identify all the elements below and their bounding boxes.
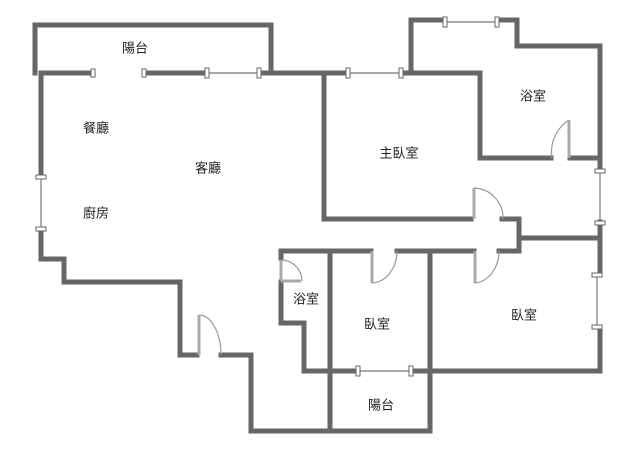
wall-master-bedroom — [496, 216, 522, 254]
label-bath: 浴室 — [293, 292, 319, 308]
wall-bath — [278, 279, 361, 374]
window-marker — [408, 365, 414, 377]
door-bath — [279, 259, 303, 283]
window-marker — [594, 220, 606, 226]
window-marker — [494, 16, 500, 28]
window-marker — [591, 324, 603, 330]
wall — [516, 219, 603, 241]
window-marker — [35, 226, 47, 232]
wall-master-bath — [494, 17, 603, 173]
door-master-bath — [550, 119, 571, 159]
door-entrance — [197, 314, 222, 356]
room-labels: 陽台 餐廳 客廳 廚房 主臥室 浴室 浴室 臥室 臥室 陽台 — [83, 42, 546, 414]
label-dining: 餐廳 — [83, 121, 109, 137]
window-marker — [442, 16, 448, 28]
wall-balcony-top — [32, 22, 274, 76]
wall — [218, 248, 433, 434]
window-marker — [398, 67, 404, 79]
door-bedroom-1 — [370, 250, 398, 284]
label-bedroom-2: 臥室 — [511, 308, 537, 324]
label-master-bath: 浴室 — [520, 89, 546, 105]
wall — [38, 70, 96, 179]
label-kitchen: 廚房 — [83, 206, 109, 222]
wall-master-bedroom — [321, 70, 474, 222]
window-marker — [594, 168, 606, 174]
doors — [197, 119, 571, 356]
wall — [38, 226, 200, 358]
label-balcony-top: 陽台 — [122, 42, 148, 57]
wall-master-bath — [408, 17, 448, 76]
door-bedroom-2 — [473, 250, 500, 284]
wall — [408, 324, 603, 374]
window-marker — [355, 365, 361, 377]
label-balcony-bottom: 陽台 — [368, 399, 394, 414]
windows — [35, 16, 606, 377]
window-marker — [345, 67, 351, 79]
window-marker — [35, 174, 47, 180]
window-marker — [204, 67, 210, 79]
door-master-bedroom — [472, 187, 504, 220]
window-marker — [90, 68, 96, 78]
window-marker — [256, 67, 262, 79]
window-marker — [141, 68, 147, 78]
wall — [398, 70, 554, 161]
window-marker — [591, 272, 603, 278]
label-master-bedroom: 主臥室 — [379, 146, 418, 162]
wall — [278, 248, 374, 261]
label-living: 客廳 — [195, 161, 221, 177]
label-bedroom-1: 臥室 — [364, 317, 390, 333]
walls — [32, 17, 603, 434]
